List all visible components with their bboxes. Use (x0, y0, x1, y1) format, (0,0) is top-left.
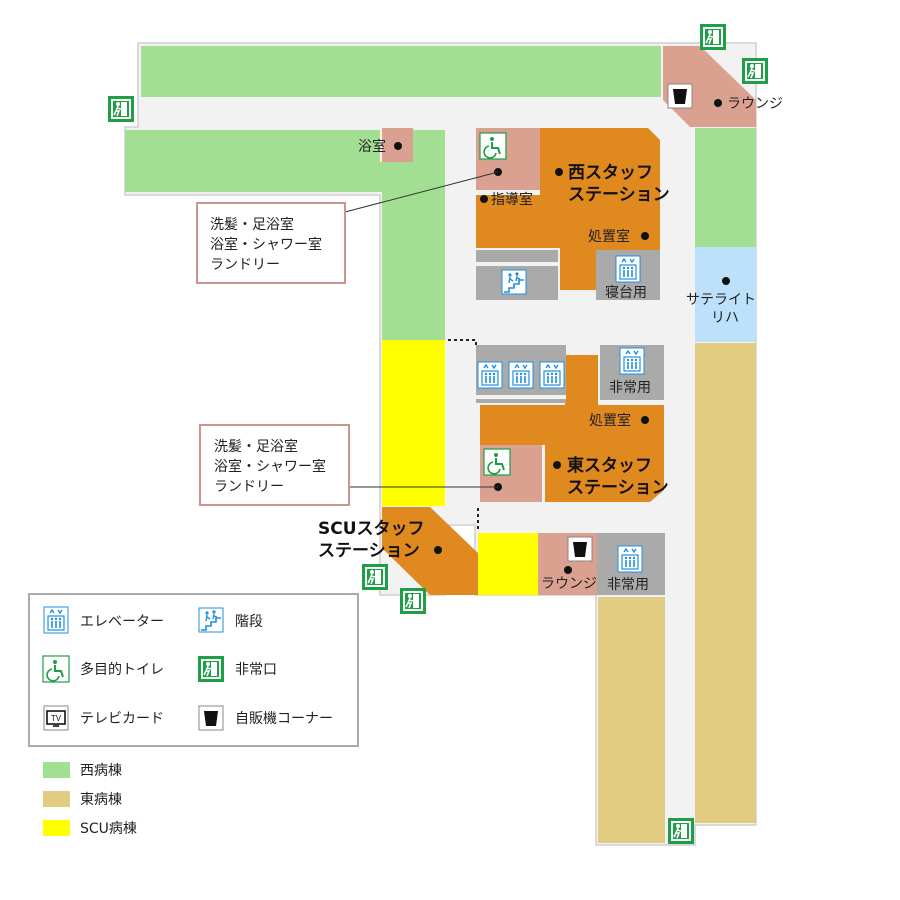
callout-east-line-2: 浴室・シャワー室 (214, 458, 326, 475)
accessible-toilet-icon (479, 132, 507, 160)
location-dots (394, 99, 730, 574)
east-station-label-1: 東スタッフ (567, 455, 652, 476)
scu-ward-west (382, 340, 445, 506)
west-staff-station (476, 128, 660, 290)
east-ward-swatch (43, 791, 70, 807)
legend-vending-label: 自販機コーナー (235, 711, 333, 727)
emergency-exit-icon (399, 587, 427, 615)
scu-staff-station (382, 507, 478, 595)
west-station-label-2: ステーション (568, 185, 670, 205)
treatment-east-label: 処置室 (589, 412, 631, 429)
callout-west-line-3: ランドリー (210, 257, 280, 273)
east-ward-south (598, 597, 665, 843)
accessible-toilet-icon (483, 448, 511, 476)
legend-stairs-icon (198, 607, 224, 633)
elevator-icon (615, 255, 641, 283)
callout-west-line-2: 浴室・シャワー室 (210, 236, 322, 253)
west-station-label-1: 西スタッフ (568, 163, 653, 183)
guidance-label: 指導室 (491, 191, 533, 208)
treatment-west-label: 処置室 (588, 228, 630, 245)
callout-east-line-3: ランドリー (214, 479, 284, 495)
east-staff-station (480, 355, 664, 502)
west-ward-east (695, 128, 756, 247)
legend-exit-label: 非常口 (235, 662, 277, 678)
emergency-exit-icon (667, 817, 695, 845)
bath-label: 浴室 (358, 138, 386, 155)
scu-station-label-2: ステーション (318, 541, 420, 561)
west-ward-swatch (43, 762, 70, 778)
legend-tv-card-icon (43, 705, 69, 731)
legend-toilet-label: 多目的トイレ (80, 661, 164, 678)
stairs-icon (501, 269, 527, 295)
elevator-icon (539, 361, 565, 389)
legend-elevator-label: エレベーター (80, 614, 164, 630)
emergency-exit-icon (361, 563, 389, 591)
legend: エレベーター 階段 多目的トイレ 非常口 テレビカード 自販機コーナー (28, 593, 359, 747)
satellite-label-2: リハ (711, 310, 739, 326)
legend-vending-cup-icon (198, 705, 224, 731)
elevator-icon (508, 361, 534, 389)
east-station-label-2: ステーション (567, 478, 669, 498)
legend-stairs-label: 階段 (235, 614, 263, 630)
bed-elevator-label: 寝台用 (605, 284, 647, 301)
elevator-icon (617, 545, 643, 573)
vending-cup-icon (667, 83, 693, 109)
emergency-exit-icon (741, 57, 769, 85)
elevator-icon (477, 361, 503, 389)
callout-east-line-1: 洗髪・足浴室 (214, 438, 298, 455)
lounge-north-label: ラウンジ (727, 96, 783, 112)
callout-west: 洗髪・足浴室 浴室・シャワー室 ランドリー (196, 171, 499, 284)
callout-west-line-1: 洗髪・足浴室 (210, 216, 294, 233)
east-ward-east (695, 343, 756, 823)
callout-east: 洗髪・足浴室 浴室・シャワー室 ランドリー (199, 424, 498, 506)
emergency-elevator-label-2: 非常用 (607, 577, 649, 593)
scu-ward-south (478, 533, 538, 595)
scu-ward-swatch (43, 820, 70, 836)
satellite-rehab (695, 247, 756, 342)
lounge-south-label: ラウンジ (541, 576, 597, 592)
west-ward-legend-label: 西病棟 (80, 763, 122, 779)
legend-elevator-icon (43, 606, 69, 634)
scu-station-label-1: SCUスタッフ (318, 519, 425, 539)
west-ward-north (141, 46, 661, 97)
emergency-exit-icon (699, 23, 727, 51)
emergency-elevator-label-1: 非常用 (609, 380, 651, 396)
emergency-exit-icon (107, 95, 135, 123)
ward-legend: 西病棟 東病棟 SCU病棟 (43, 762, 137, 837)
legend-emergency-exit-icon (197, 655, 225, 683)
legend-accessible-toilet-icon (42, 655, 70, 683)
elevator-icon (619, 347, 645, 375)
vending-cup-icon (567, 536, 593, 562)
west-ward-west (125, 130, 445, 340)
east-ward-legend-label: 東病棟 (80, 792, 122, 808)
satellite-label-1: サテライト (686, 292, 756, 308)
scu-ward-legend-label: SCU病棟 (80, 821, 137, 837)
legend-tv-label: テレビカード (80, 711, 164, 727)
